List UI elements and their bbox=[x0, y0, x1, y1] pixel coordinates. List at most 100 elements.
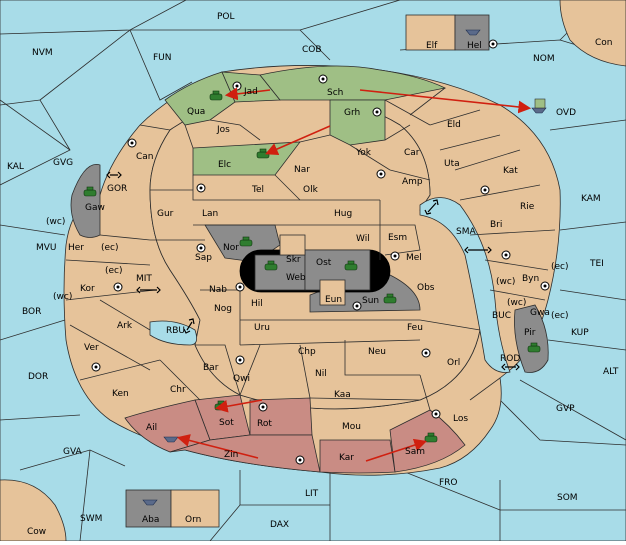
territory-kar[interactable] bbox=[319, 439, 396, 474]
label-gwa: Gwa bbox=[530, 308, 550, 318]
label-mou: Mou bbox=[342, 422, 361, 432]
label-cow: Cow bbox=[27, 527, 46, 537]
label-jos: Jos bbox=[216, 125, 230, 135]
label-elc: Elc bbox=[218, 160, 231, 170]
coast-kor-wc: (wc) bbox=[53, 292, 72, 302]
label-eld: Eld bbox=[447, 120, 461, 130]
label-pol: POL bbox=[217, 12, 235, 22]
territory-grh[interactable] bbox=[329, 99, 386, 146]
territory-eun[interactable] bbox=[319, 279, 346, 306]
label-chp: Chp bbox=[298, 347, 316, 357]
label-rod: ROD bbox=[500, 354, 520, 364]
label-uru: Uru bbox=[254, 323, 270, 333]
label-car: Car bbox=[404, 148, 420, 158]
label-can: Can bbox=[136, 152, 154, 162]
label-kar: Kar bbox=[339, 453, 354, 463]
territory-skr[interactable] bbox=[279, 234, 306, 256]
label-hil: Hil bbox=[251, 299, 263, 309]
order-arrows bbox=[176, 87, 532, 462]
sea-sma-inlet[interactable] bbox=[419, 197, 511, 373]
label-web: Web bbox=[286, 273, 306, 283]
label-lan: Lan bbox=[202, 209, 218, 219]
label-nvm: NVM bbox=[32, 48, 53, 58]
label-wil: Wil bbox=[356, 234, 370, 244]
label-swm: SWM bbox=[80, 514, 102, 524]
label-obs: Obs bbox=[417, 283, 435, 293]
label-alt: ALT bbox=[603, 367, 619, 377]
coast-gwa-ec: (ec) bbox=[551, 311, 569, 321]
label-nog: Nog bbox=[214, 304, 232, 314]
label-her: Her bbox=[68, 243, 84, 253]
label-gva: GVA bbox=[63, 447, 83, 457]
label-gur: Gur bbox=[157, 209, 174, 219]
label-bar: Bar bbox=[203, 363, 219, 373]
label-bor: BOR bbox=[22, 307, 41, 317]
label-hel: Hel bbox=[467, 41, 482, 51]
sea-labels: POL NVM FUN COB NOM Con OVD KAL GVG KAM … bbox=[7, 12, 619, 537]
label-aba: Aba bbox=[142, 515, 159, 525]
territory-con[interactable] bbox=[559, 0, 626, 67]
label-ovd: OVD bbox=[556, 108, 576, 118]
label-hug: Hug bbox=[334, 209, 352, 219]
label-con: Con bbox=[595, 38, 613, 48]
label-sma: SMA bbox=[456, 227, 476, 237]
label-feu: Feu bbox=[407, 323, 423, 333]
label-yok: Yok bbox=[355, 148, 372, 158]
territory-orn[interactable] bbox=[170, 489, 220, 528]
label-uta: Uta bbox=[444, 159, 460, 169]
coast-kor-ec: (ec) bbox=[105, 266, 123, 276]
label-sch: Sch bbox=[327, 88, 343, 98]
label-olk: Olk bbox=[303, 185, 319, 195]
label-ost: Ost bbox=[316, 258, 332, 268]
label-amp: Amp bbox=[402, 177, 423, 187]
label-ark: Ark bbox=[117, 321, 133, 331]
label-nar: Nar bbox=[294, 165, 310, 175]
territory-gaw[interactable] bbox=[70, 163, 101, 238]
label-kor: Kor bbox=[80, 284, 95, 294]
label-rbu: RBU bbox=[166, 326, 185, 336]
label-elf: Elf bbox=[426, 41, 438, 51]
label-tei: TEI bbox=[589, 259, 604, 269]
label-sun: Sun bbox=[362, 296, 379, 306]
territory-aba[interactable] bbox=[125, 489, 172, 528]
fleets bbox=[142, 29, 547, 506]
label-jad: Jad bbox=[243, 87, 258, 97]
coast-byn-wc: (wc) bbox=[496, 277, 515, 287]
label-ver: Ver bbox=[84, 343, 99, 353]
territory-pir[interactable] bbox=[514, 304, 549, 373]
label-rot: Rot bbox=[257, 419, 272, 429]
label-lit: LIT bbox=[305, 489, 319, 499]
label-gvg: GVG bbox=[53, 158, 73, 168]
label-pir: Pir bbox=[524, 328, 536, 338]
label-kal: KAL bbox=[7, 162, 24, 172]
label-mvu: MVU bbox=[36, 243, 57, 253]
label-eun: Eun bbox=[325, 295, 342, 305]
label-rie: Rie bbox=[520, 202, 535, 212]
territory-qua[interactable] bbox=[164, 71, 236, 126]
label-sot: Sot bbox=[219, 418, 234, 428]
label-kaa: Kaa bbox=[334, 390, 351, 400]
label-fro: FRO bbox=[439, 478, 458, 488]
label-mel: Mel bbox=[406, 253, 422, 263]
label-sap: Sap bbox=[195, 253, 212, 263]
label-tel: Tel bbox=[251, 185, 264, 195]
territory-rot[interactable] bbox=[249, 397, 313, 436]
sea-rbu-inlet[interactable] bbox=[149, 320, 198, 346]
label-esm: Esm bbox=[388, 233, 407, 243]
territory-cow[interactable] bbox=[0, 479, 67, 542]
label-chr: Chr bbox=[170, 385, 186, 395]
land-boundaries bbox=[65, 87, 556, 411]
label-sam: Sam bbox=[405, 447, 425, 457]
label-fun: FUN bbox=[153, 53, 172, 63]
label-dax: DAX bbox=[270, 520, 289, 530]
label-zin: Zin bbox=[224, 450, 238, 460]
label-nor: Nor bbox=[223, 243, 239, 253]
label-gvp: GVP bbox=[556, 404, 575, 414]
label-qua: Qua bbox=[187, 107, 205, 117]
label-cob: COB bbox=[302, 45, 322, 55]
label-ail: Ail bbox=[146, 423, 157, 433]
label-orl: Orl bbox=[447, 358, 460, 368]
label-nom: NOM bbox=[533, 54, 555, 64]
label-qwi: Qwi bbox=[233, 374, 250, 384]
